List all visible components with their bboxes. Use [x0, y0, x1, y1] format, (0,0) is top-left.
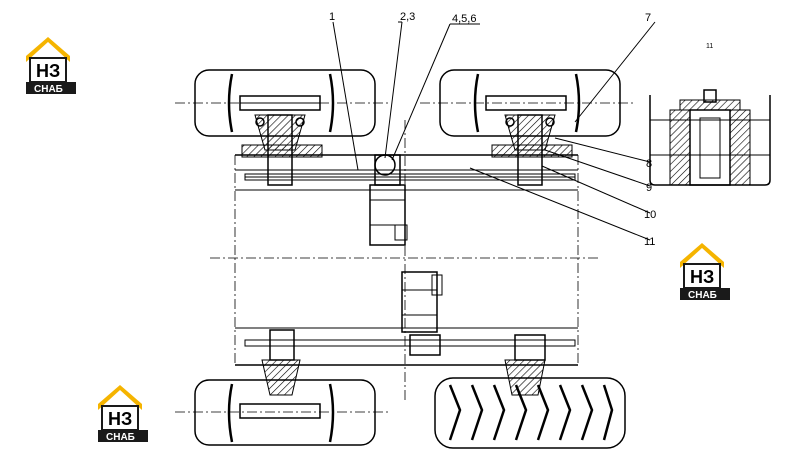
- logo-caption: СНАБ: [688, 290, 717, 301]
- logo-letters: НЗ: [36, 61, 60, 81]
- callout-11: 11: [644, 236, 655, 248]
- hub-top-left: [241, 114, 323, 186]
- callout-1: 1: [329, 11, 335, 23]
- detail-label: 11: [706, 43, 713, 50]
- callout-10: 10: [644, 209, 656, 221]
- leader-lines: [332, 21, 656, 241]
- callout-8: 8: [646, 158, 652, 170]
- drive-shaft-bottom: [244, 329, 576, 361]
- hub-top-right: [491, 114, 573, 186]
- motor-top: [369, 184, 408, 246]
- watermark-logo-right: НЗ СНАБ: [679, 242, 731, 301]
- wheel-bottom-left: [175, 359, 390, 446]
- callout-7: 7: [645, 12, 651, 24]
- callout-labels: 1 2,3 4,5,6 7 8 9 10 11 11: [329, 11, 713, 248]
- callout-2-3: 2,3: [400, 11, 415, 23]
- callout-4-5-6: 4,5,6: [452, 13, 476, 25]
- logo-letters: НЗ: [108, 409, 132, 429]
- watermark-logo-top-left: НЗ СНАБ: [25, 36, 77, 95]
- motor-bottom: [401, 271, 443, 333]
- watermark-logo-bottom-left: НЗ СНАБ: [97, 384, 149, 443]
- callout-9: 9: [646, 182, 652, 194]
- drive-shaft-top: [244, 154, 576, 186]
- wheel-bottom-right: [434, 359, 626, 449]
- logo-caption: СНАБ: [106, 432, 135, 443]
- logo-letters: НЗ: [690, 267, 714, 287]
- logo-caption: СНАБ: [34, 84, 63, 95]
- detail-view: [649, 89, 771, 186]
- frame: [210, 120, 600, 400]
